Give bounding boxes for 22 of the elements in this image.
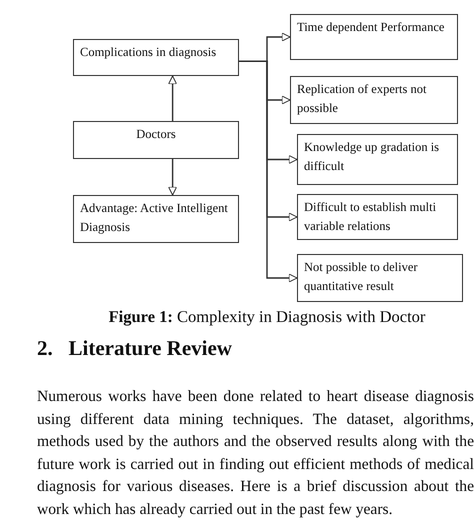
arrow <box>168 76 178 121</box>
text-box <box>73 195 239 243</box>
box-text: Difficult to establish multi variable relations <box>304 199 438 235</box>
text-box <box>297 194 458 240</box>
text-box <box>290 14 458 60</box>
box-text: Doctors <box>135 126 177 143</box>
box-text: Time dependent Performance <box>297 19 446 36</box>
box-text: Replication of experts not possible <box>297 81 428 117</box>
body-paragraph: Numerous works have been done related to heart disease diagnosis using different data mining techniques. The dataset, algorithms, methods used by the authors and the observed results along with the future work is carried out in finding out efficient methods of medical diagnosis for various diseases. Here is a brief discussion about the work which has already carried out in the past few years. <box>37 387 474 520</box>
text-box <box>297 254 463 302</box>
section-heading: 2. Literature Review <box>37 336 232 361</box>
text-box <box>73 39 239 76</box>
text-box <box>73 121 239 159</box>
text-box <box>290 76 458 124</box>
box-text: Advantage: Active Intelligent Diagnosis <box>80 200 229 236</box>
text-box <box>297 134 458 185</box>
box-text: Knowledge up gradation is difficult <box>304 139 440 175</box>
arrow <box>239 60 298 282</box>
arrow <box>168 159 178 196</box>
figure-caption: Figure 1: Complexity in Diagnosis with Doctor <box>108 307 426 327</box>
box-text: Complications in diagnosis <box>80 44 218 61</box>
box-text: Not possible to deliver quantitative result <box>304 259 419 295</box>
